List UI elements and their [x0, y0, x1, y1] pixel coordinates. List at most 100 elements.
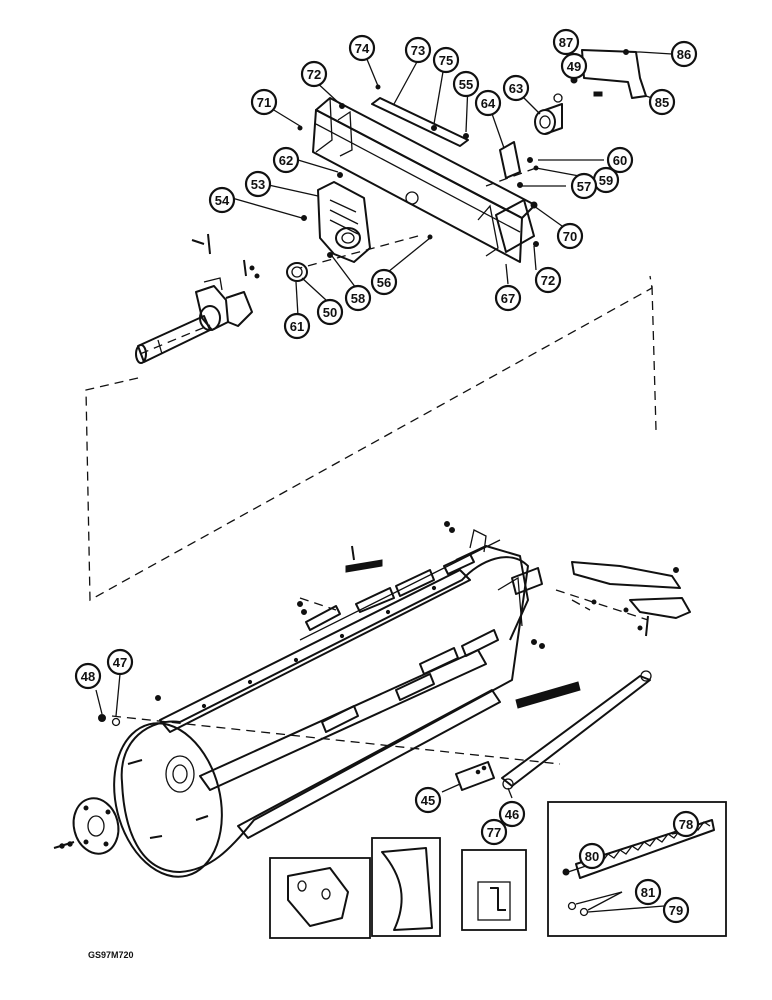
callout-label: 56 — [377, 275, 391, 290]
callout-circle — [208, 186, 236, 214]
tie-bar — [501, 670, 652, 790]
callout-circle — [283, 312, 311, 340]
callout-86: 86 — [670, 40, 698, 68]
callout-64: 64 — [474, 89, 502, 117]
callout-circle — [534, 266, 562, 294]
callout-label: 64 — [481, 96, 496, 111]
inset-panel-3 — [461, 849, 527, 931]
callout-58: 58 — [344, 284, 372, 312]
callout-label: 62 — [279, 153, 293, 168]
figure-code: GS97M720 — [88, 950, 134, 960]
callout-label: 86 — [677, 47, 691, 62]
side-bracket-right-upper — [571, 561, 691, 637]
plate-85 — [581, 49, 647, 99]
inset-panel-2 — [371, 837, 441, 937]
callout-label: 53 — [251, 177, 265, 192]
callout-circle — [348, 34, 376, 62]
callout-71: 71 — [250, 88, 278, 116]
callout-circle — [474, 89, 502, 117]
drive-shaft — [135, 315, 211, 364]
callout-label: 74 — [355, 41, 370, 56]
rasp-bar-top — [345, 545, 383, 573]
callout-45: 45 — [414, 786, 442, 814]
callout-circle — [552, 28, 580, 56]
callout-label: 72 — [307, 67, 321, 82]
callout-circle — [606, 146, 634, 174]
drive-coupling-yoke — [195, 277, 253, 331]
callout-87: 87 — [552, 28, 580, 56]
drum-hardware — [98, 521, 643, 727]
callout-72: 72 — [300, 60, 328, 88]
callout-72: 72 — [534, 266, 562, 294]
callout-label: 75 — [439, 53, 453, 68]
callout-label: 54 — [215, 193, 230, 208]
callout-63: 63 — [502, 74, 530, 102]
callout-label: 67 — [501, 291, 515, 306]
callout-81: 81 — [634, 878, 662, 906]
callout-label: 46 — [505, 807, 519, 822]
callout-circle — [634, 878, 662, 906]
callout-circle — [244, 170, 272, 198]
callout-circle — [316, 298, 344, 326]
callout-55: 55 — [452, 70, 480, 98]
callout-70: 70 — [556, 222, 584, 250]
callout-74: 74 — [348, 34, 376, 62]
callout-label: 80 — [585, 849, 599, 864]
callout-label: 70 — [563, 229, 577, 244]
callout-circle — [494, 284, 522, 312]
inset-panel-4 — [547, 801, 727, 937]
callout-67: 67 — [494, 284, 522, 312]
callout-circle — [106, 648, 134, 676]
callout-50: 50 — [316, 298, 344, 326]
bolts-left — [191, 233, 260, 279]
inset-panel-1 — [269, 857, 371, 939]
callout-label: 58 — [351, 291, 365, 306]
callout-circle — [414, 786, 442, 814]
callout-label: 61 — [290, 319, 304, 334]
callout-circle — [560, 52, 588, 80]
callout-label: 79 — [669, 903, 683, 918]
callout-label: 78 — [679, 817, 693, 832]
top-strap-73 — [371, 97, 469, 147]
callout-circle — [556, 222, 584, 250]
callout-46: 46 — [498, 800, 526, 828]
callout-73: 73 — [404, 36, 432, 64]
callout-label: 50 — [323, 305, 337, 320]
callout-circle — [578, 842, 606, 870]
callout-85: 85 — [648, 88, 676, 116]
rasp-bar-right — [515, 681, 581, 709]
callout-label: 57 — [577, 179, 591, 194]
callout-circle — [648, 88, 676, 116]
callout-77: 77 — [480, 818, 508, 846]
callout-label: 71 — [257, 95, 271, 110]
callout-54: 54 — [208, 186, 236, 214]
callout-56: 56 — [370, 268, 398, 296]
callout-label: 48 — [81, 669, 95, 684]
callout-circle — [452, 70, 480, 98]
callout-label: 49 — [567, 59, 581, 74]
hardware-small — [297, 49, 629, 258]
callout-60: 60 — [606, 146, 634, 174]
callout-78: 78 — [672, 810, 700, 838]
hub-flange — [53, 797, 120, 855]
callout-57: 57 — [570, 172, 598, 200]
callout-label: 72 — [541, 273, 555, 288]
callout-61: 61 — [283, 312, 311, 340]
callout-circle — [662, 896, 690, 924]
callout-label: 81 — [641, 885, 655, 900]
callout-circle — [250, 88, 278, 116]
callout-48: 48 — [74, 662, 102, 690]
callout-75: 75 — [432, 46, 460, 74]
callout-circle — [672, 810, 700, 838]
callout-53: 53 — [244, 170, 272, 198]
callout-label: 85 — [655, 95, 669, 110]
callout-label: 47 — [113, 655, 127, 670]
callout-label: 55 — [459, 77, 473, 92]
callout-label: 77 — [487, 825, 501, 840]
callout-circle — [570, 172, 598, 200]
callout-circle — [74, 662, 102, 690]
clip-45 — [455, 761, 495, 791]
callout-circle — [502, 74, 530, 102]
bearing-63 — [534, 103, 563, 135]
